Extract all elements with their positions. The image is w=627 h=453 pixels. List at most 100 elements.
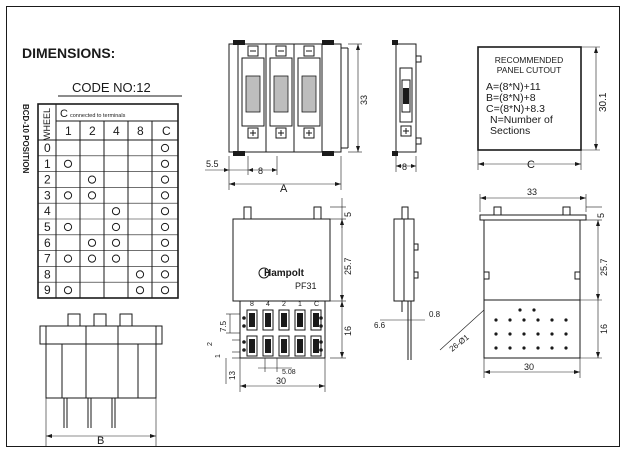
center-width-dim: 30: [276, 376, 286, 386]
pcb-hole: [522, 318, 526, 322]
pcb-hole: [494, 332, 498, 336]
cutout-line: RECOMMENDED: [495, 55, 563, 65]
bcd-mark: [160, 191, 170, 200]
bcd-mark: [63, 159, 73, 168]
pcb-hole: [536, 346, 540, 350]
back-top-dim: 5: [596, 213, 606, 218]
side-right-left-dim: 6.6: [374, 321, 386, 330]
bcd-col-header: 2: [89, 124, 96, 138]
bcd-row-label: 0: [44, 141, 51, 155]
bcd-mark: [160, 286, 170, 295]
cutout-line: N=Number of: [490, 114, 553, 126]
bcd-mark: [111, 238, 121, 247]
bcd-mark: [160, 159, 170, 168]
pcb-slot: [278, 309, 290, 331]
bcd-row-label: 9: [44, 283, 51, 297]
bcd-mark: [135, 286, 145, 295]
bcd-col-header: 4: [113, 124, 120, 138]
pcb-slot: [262, 309, 274, 331]
center-small2-dim: 1: [215, 354, 222, 358]
code-label: CODE NO:12: [72, 80, 151, 95]
pcb-hole: [550, 332, 554, 336]
bcd-mark: [111, 254, 121, 263]
center-gap-dim: 13: [228, 371, 237, 380]
bcd-mark: [160, 254, 170, 263]
bcd-row-label: 3: [44, 188, 51, 202]
back-height-dim: 25.7: [599, 258, 609, 276]
bcd-mark: [87, 238, 97, 247]
pcb-slot: [262, 335, 274, 357]
side-right-right-dim: 0.8: [429, 310, 441, 319]
c-header: C: [60, 108, 68, 120]
bcd-row-label: 2: [44, 173, 51, 187]
pcb-hole: [494, 318, 498, 322]
drawing-title: DIMENSIONS:: [22, 45, 115, 61]
pcb-slot: [310, 309, 322, 331]
bcd-col-header: 8: [137, 124, 144, 138]
plus-button: [275, 127, 287, 139]
bcd-mark: [87, 191, 97, 200]
pcb-hole: [550, 318, 554, 322]
pcb-hole: [564, 332, 568, 336]
center-pitch-dim: 5.08: [282, 369, 296, 376]
front-view: 33 A 8 5.5: [205, 40, 369, 195]
terminal-label: C: [314, 301, 319, 308]
pcb-slot: [310, 335, 322, 357]
cutout-width-dim: C: [527, 159, 535, 171]
front-width-dim: A: [280, 183, 288, 195]
cutout-line: B=(8*N)+8: [486, 92, 536, 104]
front-height-dim: 33: [359, 95, 369, 105]
wheel-window: [241, 57, 265, 127]
wheel-window: [269, 57, 293, 127]
bcd-mark: [160, 222, 170, 232]
c-header-note: connected to terminals: [70, 113, 126, 119]
bcd-mark: [135, 270, 145, 279]
pcb-hole: [494, 346, 498, 350]
cutout-line: A=(8*N)+11: [486, 81, 541, 93]
pcb-hole: [564, 318, 568, 322]
pcb-hole: [508, 318, 512, 322]
bcd-mark: [160, 175, 170, 184]
center-small1-dim: 2: [207, 342, 214, 346]
pcb-hole: [550, 346, 554, 350]
bcd-row-label: 7: [44, 252, 51, 266]
pcb-hole: [536, 332, 540, 336]
bcd-row-label: 8: [44, 267, 51, 281]
terminal-label: 4: [266, 301, 270, 308]
pcb-hole: [522, 332, 526, 336]
bcd-mark: [111, 222, 121, 232]
side-view-top: 8: [392, 40, 422, 172]
pcb-hole: [508, 346, 512, 350]
pcb-hole: [536, 318, 540, 322]
back-width-dim: 30: [524, 362, 534, 372]
bcd-mark: [87, 254, 97, 263]
minus-button: [247, 45, 259, 57]
front-pitch-dim: 8: [258, 166, 263, 176]
back-pins-dim: 16: [599, 324, 609, 334]
bcd-side-label: BCD-10 POSITION: [21, 104, 30, 174]
pcb-slot: [278, 335, 290, 357]
bcd-col-header: 1: [65, 124, 72, 138]
wheel-digit: [301, 75, 317, 113]
terminal-label: 8: [250, 301, 254, 308]
terminal-label: 1: [298, 301, 302, 308]
bcd-mark: [63, 191, 73, 200]
pcb-hole: [522, 346, 526, 350]
bcd-row-label: 4: [44, 204, 51, 218]
terminal-label: 2: [282, 301, 286, 308]
minus-button: [303, 45, 315, 57]
bcd-row-label: 1: [44, 157, 51, 171]
center-pins-dim: 16: [343, 326, 353, 336]
bcd-mark: [160, 270, 170, 279]
bcd-mark: [63, 222, 73, 232]
bcd-mark: [160, 143, 170, 153]
plus-button: [303, 127, 315, 139]
pcb-slot: [294, 335, 306, 357]
bcd-mark: [160, 238, 170, 247]
pcb-hole: [564, 346, 568, 350]
wheel-window: [297, 57, 321, 127]
wheel-digit: [245, 75, 261, 113]
pcb-slot: [246, 335, 258, 357]
